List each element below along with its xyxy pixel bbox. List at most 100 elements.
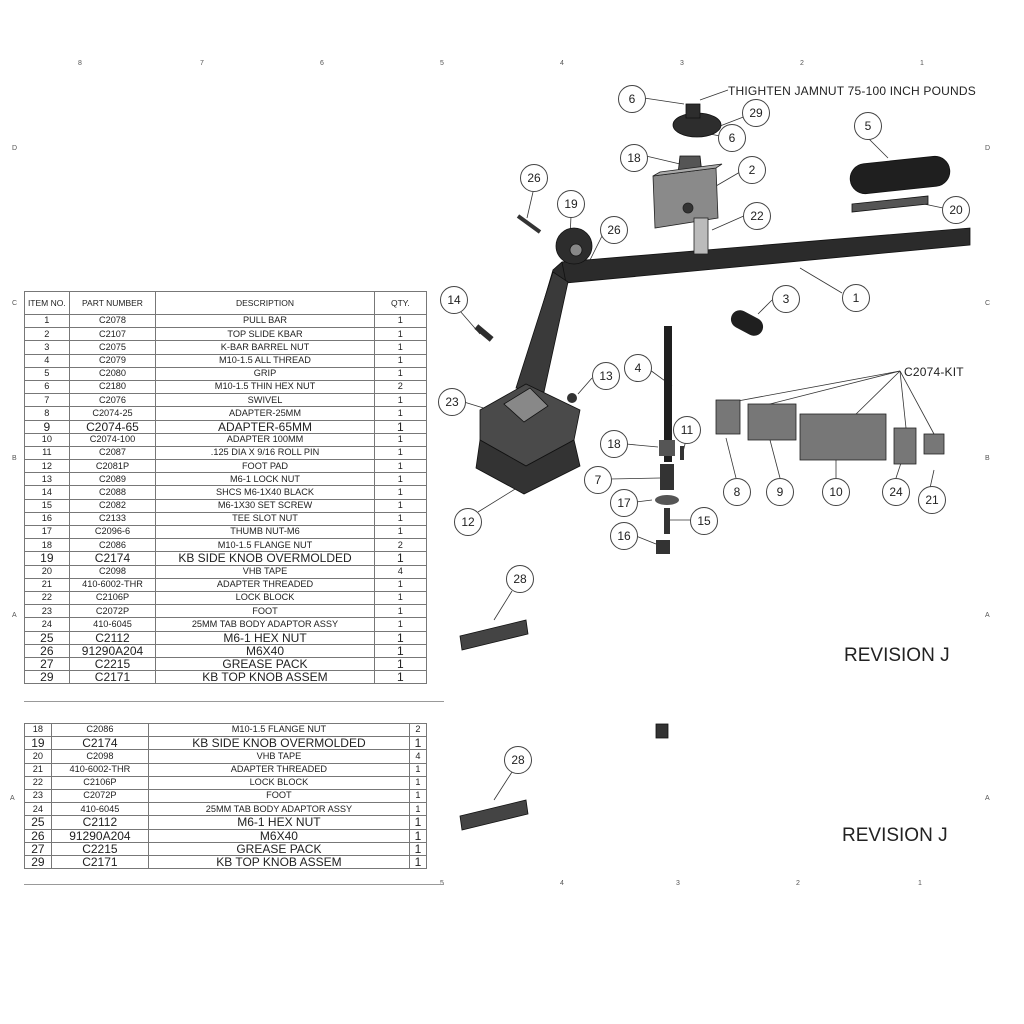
cell-description: PULL BAR: [155, 313, 375, 329]
cell-description: ADAPTER THREADED: [147, 762, 410, 777]
cell-description: M10-1.5 FLANGE NUT: [147, 722, 410, 738]
cell-part-number: C2112: [50, 815, 149, 830]
callout-balloon[interactable]: 16: [610, 522, 638, 550]
callout-balloon[interactable]: 18: [600, 430, 628, 458]
callout-balloon[interactable]: 6: [618, 85, 646, 113]
zone-label: 3: [680, 60, 684, 67]
callout-balloon[interactable]: 6: [718, 124, 746, 152]
cell-part-number: C2174: [50, 736, 149, 751]
cell-description: GRIP: [155, 366, 375, 381]
zone-label: 5: [440, 60, 444, 67]
callout-balloon[interactable]: 15: [690, 507, 718, 535]
cell-qty: 1: [373, 432, 428, 447]
callout-balloon[interactable]: 23: [438, 388, 466, 416]
zone-label: A: [12, 612, 17, 619]
callout-balloon[interactable]: 22: [743, 202, 771, 230]
callout-balloon[interactable]: 17: [610, 489, 638, 517]
callout-balloon[interactable]: 20: [942, 196, 970, 224]
cell-part-number: C2089: [68, 472, 157, 487]
callout-balloon[interactable]: 28: [506, 565, 534, 593]
header-item-no: ITEM NO.: [24, 291, 70, 315]
cell-qty: 2: [373, 538, 428, 553]
zone-label: A: [985, 612, 990, 619]
callout-balloon[interactable]: 13: [592, 362, 620, 390]
cell-qty: 1: [408, 854, 428, 870]
cell-part-number: C2082: [68, 498, 157, 513]
grip-part: [849, 155, 951, 213]
barrel-nut-part: [730, 310, 764, 336]
cell-item-no: 23: [24, 788, 52, 804]
cell-description: ADAPTER-25MM: [155, 406, 375, 421]
cell-item-no: 22: [24, 590, 70, 606]
callout-balloon[interactable]: 9: [766, 478, 794, 506]
zone-label: A: [985, 795, 990, 802]
callout-balloon[interactable]: 7: [584, 466, 612, 494]
cell-item-no: 4: [24, 353, 70, 368]
callout-balloon[interactable]: 26: [600, 216, 628, 244]
callout-balloon[interactable]: 29: [742, 99, 770, 127]
callout-balloon[interactable]: 19: [557, 190, 585, 218]
cell-part-number: C2086: [68, 538, 157, 553]
cell-description: .125 DIA X 9/16 ROLL PIN: [155, 445, 375, 461]
callout-balloon[interactable]: 5: [854, 112, 882, 140]
callout-balloon[interactable]: 3: [772, 285, 800, 313]
cell-description: 25MM TAB BODY ADAPTOR ASSY: [147, 802, 410, 817]
callout-balloon[interactable]: 11: [673, 416, 701, 444]
cell-part-number: C2074-100: [68, 432, 157, 447]
sheet-border-line: [24, 701, 444, 702]
revision-label: REVISION J: [844, 645, 950, 666]
cell-item-no: 18: [24, 722, 52, 738]
callout-balloon[interactable]: 2: [738, 156, 766, 184]
zone-label: 8: [78, 60, 82, 67]
cell-item-no: 25: [24, 630, 70, 645]
callout-balloon[interactable]: 14: [440, 286, 468, 314]
table-header-row: ITEM NO. PART NUMBER DESCRIPTION QTY.: [24, 291, 428, 315]
cell-qty: 1: [373, 590, 428, 606]
cell-part-number: C2081P: [68, 459, 157, 474]
callout-balloon[interactable]: 4: [624, 354, 652, 382]
cell-item-no: 8: [24, 406, 70, 421]
cell-description: ADAPTER-65MM: [155, 419, 375, 434]
callout-balloon[interactable]: 8: [723, 478, 751, 506]
cell-description: M6-1X30 SET SCREW: [155, 498, 375, 513]
cell-qty: 1: [373, 327, 428, 342]
cell-item-no: 20: [24, 564, 70, 579]
callout-balloon[interactable]: 24: [882, 478, 910, 506]
callout-balloon[interactable]: 18: [620, 144, 648, 172]
callout-balloon[interactable]: 21: [918, 486, 946, 514]
cell-part-number: C2106P: [50, 775, 149, 790]
zone-label: 3: [676, 880, 680, 887]
cell-part-number: C2098: [68, 564, 157, 579]
cell-description: M6-1 HEX NUT: [147, 815, 410, 830]
cell-part-number: C2215: [50, 841, 149, 856]
cell-part-number: C2098: [50, 749, 149, 764]
cell-item-no: 20: [24, 749, 52, 764]
cell-qty: 1: [373, 577, 428, 592]
cell-item-no: 24: [24, 802, 52, 817]
callout-balloon[interactable]: 28: [504, 746, 532, 774]
callout-balloon[interactable]: 26: [520, 164, 548, 192]
callout-balloon[interactable]: 12: [454, 508, 482, 536]
cell-part-number: C2096-6: [68, 524, 157, 540]
cell-item-no: 14: [24, 485, 70, 500]
cell-qty: 1: [408, 802, 428, 817]
zone-label: 1: [918, 880, 922, 887]
header-description: DESCRIPTION: [155, 291, 375, 315]
cell-description: VHB TAPE: [155, 564, 375, 579]
cell-qty: 1: [373, 604, 428, 619]
callout-balloon[interactable]: 10: [822, 478, 850, 506]
cell-qty: 1: [373, 498, 428, 513]
callout-balloon[interactable]: 1: [842, 284, 870, 312]
cell-qty: 1: [373, 353, 428, 368]
